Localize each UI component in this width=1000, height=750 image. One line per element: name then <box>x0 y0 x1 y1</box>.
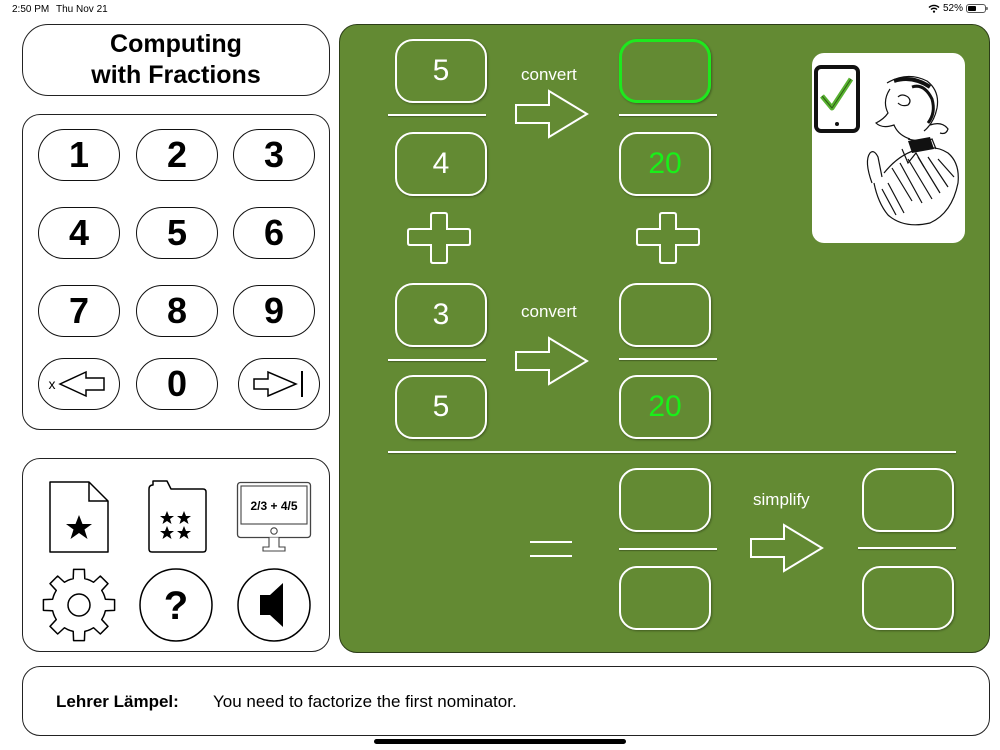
key-6[interactable]: 6 <box>233 207 315 259</box>
key-9[interactable]: 9 <box>233 285 315 337</box>
simplified-denominator[interactable] <box>862 566 954 630</box>
message-text: You need to factorize the first nominato… <box>213 692 517 711</box>
fraction2-bar <box>388 359 486 361</box>
favorite-exercise-button[interactable] <box>47 479 111 560</box>
simplify-label: simplify <box>753 490 810 509</box>
number-keypad: 1 2 3 4 5 6 7 8 9 x 0 <box>22 114 330 430</box>
convert-arrow-icon-1 <box>515 89 589 139</box>
key-3[interactable]: 3 <box>233 129 315 181</box>
converted2-bar <box>619 358 717 360</box>
tools-panel: 2/3 + 4/5 ? <box>22 458 330 652</box>
delete-key[interactable]: x <box>38 358 120 410</box>
converted1-denominator[interactable]: 20 <box>619 132 711 196</box>
wifi-icon <box>928 4 940 13</box>
document-star-icon <box>49 481 109 553</box>
fraction1-numerator[interactable]: 5 <box>395 39 487 103</box>
fraction1-denominator[interactable]: 4 <box>395 132 487 196</box>
key-1[interactable]: 1 <box>38 129 120 181</box>
simplified-bar <box>858 547 956 549</box>
monitor-exercise-text: 2/3 + 4/5 <box>250 499 297 513</box>
key-2[interactable]: 2 <box>136 129 218 181</box>
battery-icon <box>966 4 988 13</box>
home-indicator[interactable] <box>374 739 626 744</box>
convert-label-1: convert <box>521 65 577 84</box>
teacher-portrait <box>814 65 959 226</box>
next-field-arrow-icon <box>253 370 303 398</box>
convert-label-2: convert <box>521 302 577 321</box>
result-denominator[interactable] <box>619 566 711 630</box>
delete-key-label: x <box>48 376 56 392</box>
monitor-icon: 2/3 + 4/5 <box>236 481 312 552</box>
sound-button[interactable] <box>236 567 312 648</box>
speaker-icon <box>237 568 311 642</box>
tablet-check-icon <box>814 65 860 133</box>
converted2-numerator[interactable] <box>619 283 711 347</box>
help-button[interactable]: ? <box>138 567 214 648</box>
backspace-arrow-icon <box>57 370 105 398</box>
battery-fill <box>968 6 977 11</box>
result-numerator[interactable] <box>619 468 711 532</box>
status-bar: 2:50 PM Thu Nov 21 52% <box>0 0 1000 18</box>
app-title-panel: Computing with Fractions <box>22 24 330 96</box>
plus-icon-right <box>636 212 700 264</box>
converted2-denominator[interactable]: 20 <box>619 375 711 439</box>
teacher-card[interactable] <box>812 53 965 243</box>
result-bar <box>619 548 717 550</box>
key-0[interactable]: 0 <box>136 358 218 410</box>
question-icon: ? <box>139 568 213 642</box>
simplify-arrow-icon <box>750 523 824 573</box>
battery-percent: 52% <box>942 3 963 14</box>
fraction2-numerator[interactable]: 3 <box>395 283 487 347</box>
fraction-board: 5 4 convert 20 3 5 convert 20 simplify <box>339 24 990 653</box>
sum-line <box>388 451 956 453</box>
message-speaker: Lehrer Lämpel: <box>56 692 179 711</box>
equals-icon <box>530 541 572 557</box>
fraction1-bar <box>388 114 486 116</box>
enter-exercise-button[interactable]: 2/3 + 4/5 <box>236 481 312 558</box>
status-date: Thu Nov 21 <box>56 4 108 15</box>
gear-icon <box>42 568 116 642</box>
message-bar: Lehrer Lämpel: You need to factorize the… <box>22 666 990 736</box>
key-4[interactable]: 4 <box>38 207 120 259</box>
key-7[interactable]: 7 <box>38 285 120 337</box>
fraction2-denominator[interactable]: 5 <box>395 375 487 439</box>
help-question-mark: ? <box>164 584 188 628</box>
next-field-key[interactable] <box>238 358 320 410</box>
converted1-numerator[interactable] <box>619 39 711 103</box>
convert-arrow-icon-2 <box>515 336 589 386</box>
key-5[interactable]: 5 <box>136 207 218 259</box>
exercise-collection-button[interactable] <box>146 479 208 560</box>
status-right: 52% <box>928 3 988 14</box>
simplified-numerator[interactable] <box>862 468 954 532</box>
converted1-bar <box>619 114 717 116</box>
status-time: 2:50 PM <box>12 4 50 15</box>
plus-icon-left <box>407 212 471 264</box>
settings-button[interactable] <box>39 565 119 650</box>
app-title: Computing with Fractions <box>91 30 261 89</box>
folder-stars-icon <box>148 480 207 553</box>
key-8[interactable]: 8 <box>136 285 218 337</box>
